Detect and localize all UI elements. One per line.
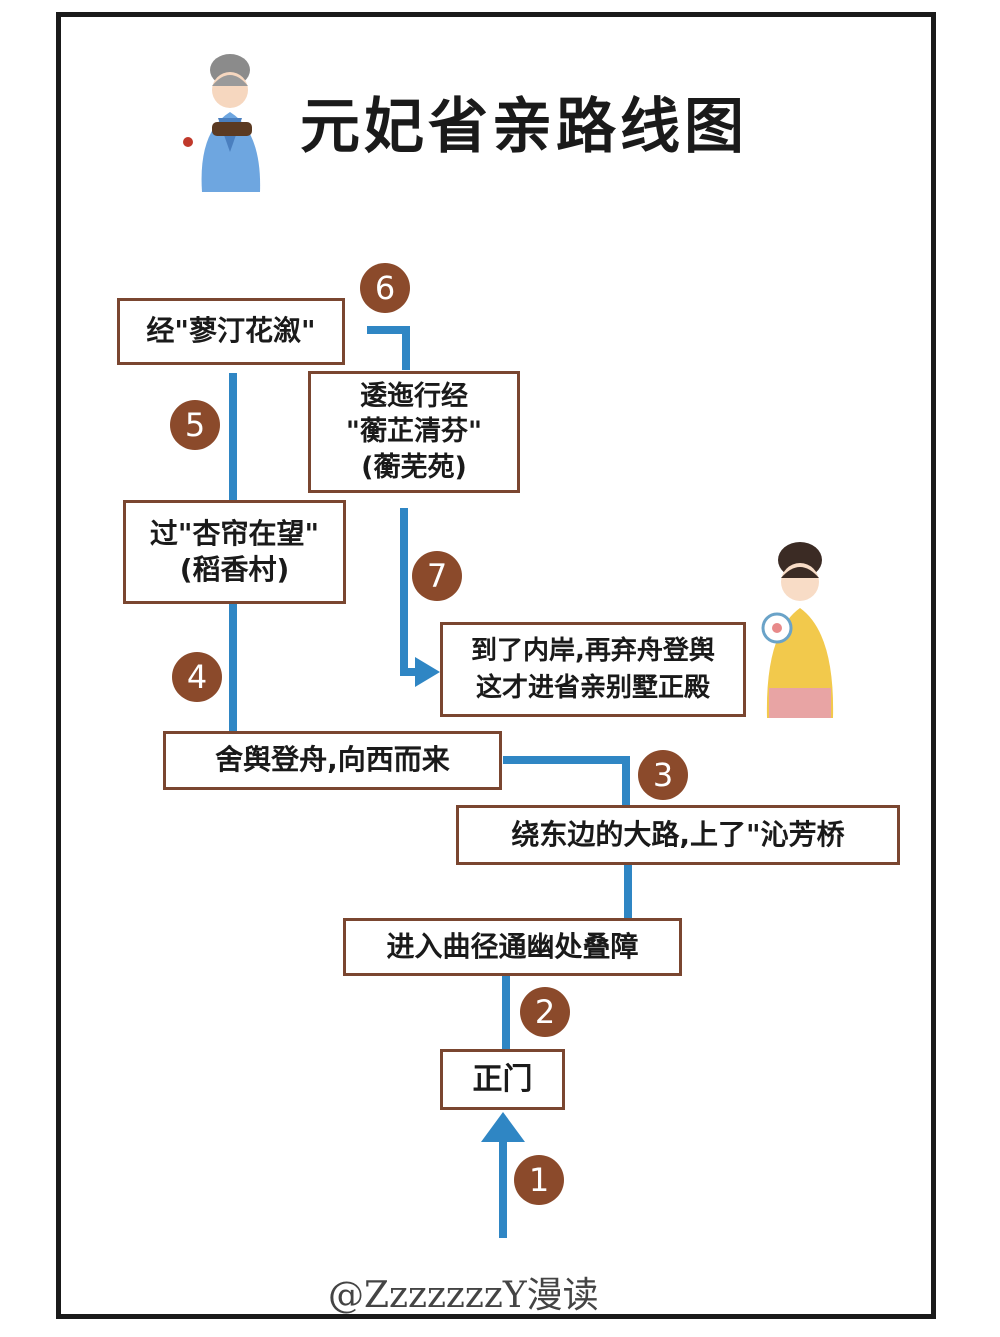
watermark-text: @ZzzzzzzY漫读 xyxy=(328,1275,599,1316)
step-box-hengwu: 逶迤行经 "蘅芷清芬" (蘅芜苑) xyxy=(308,371,520,493)
connector-6 xyxy=(367,326,410,370)
step-line: 正门 xyxy=(472,1062,533,1097)
step-line: (蘅芜苑) xyxy=(361,451,467,483)
grandma-illustration xyxy=(183,54,261,192)
step-line: 到了内岸,再弃舟登舆 xyxy=(471,636,715,667)
step-box-main-gate: 正门 xyxy=(440,1049,565,1110)
step-line: 舍舆登舟,向西而来 xyxy=(215,743,450,777)
step-line: 经"蓼汀花溆" xyxy=(146,314,316,348)
step-box-winding-path: 进入曲径通幽处叠障 xyxy=(343,918,682,976)
step-box-board-boat: 舍舆登舟,向西而来 xyxy=(163,731,502,790)
step-line: 过"杏帘在望" xyxy=(149,516,320,550)
step-marker-3: 3 xyxy=(638,750,688,800)
step-box-east-road: 绕东边的大路,上了"沁芳桥 xyxy=(456,805,900,865)
arrowhead-up xyxy=(481,1112,525,1142)
step-box-apricot-village: 过"杏帘在望" (稻香村) xyxy=(123,500,346,604)
step-line: 逶迤行经 xyxy=(359,381,468,413)
step-line: 绕东边的大路,上了"沁芳桥 xyxy=(511,817,845,851)
step-marker-6: 6 xyxy=(360,263,410,313)
step-line: "蘅芷清芬" xyxy=(345,416,483,448)
step-marker-4: 4 xyxy=(172,652,222,702)
step-marker-5: 5 xyxy=(170,400,220,450)
lady-illustration xyxy=(761,542,834,718)
step-line: (稻香村) xyxy=(179,553,290,586)
arrowhead-right xyxy=(415,657,440,687)
step-marker-7: 7 xyxy=(412,551,462,601)
step-line: 这才进省亲别墅正殿 xyxy=(475,672,710,703)
step-marker-1: 1 xyxy=(514,1155,564,1205)
step-box-smartweed: 经"蓼汀花溆" xyxy=(117,298,345,365)
step-line: 进入曲径通幽处叠障 xyxy=(386,929,639,963)
connector-3b xyxy=(503,756,630,806)
step-box-inner-shore: 到了内岸,再弃舟登舆 这才进省亲别墅正殿 xyxy=(440,622,746,717)
step-marker-2: 2 xyxy=(520,987,570,1037)
diagram-title: 元妃省亲路线图 xyxy=(300,92,748,162)
